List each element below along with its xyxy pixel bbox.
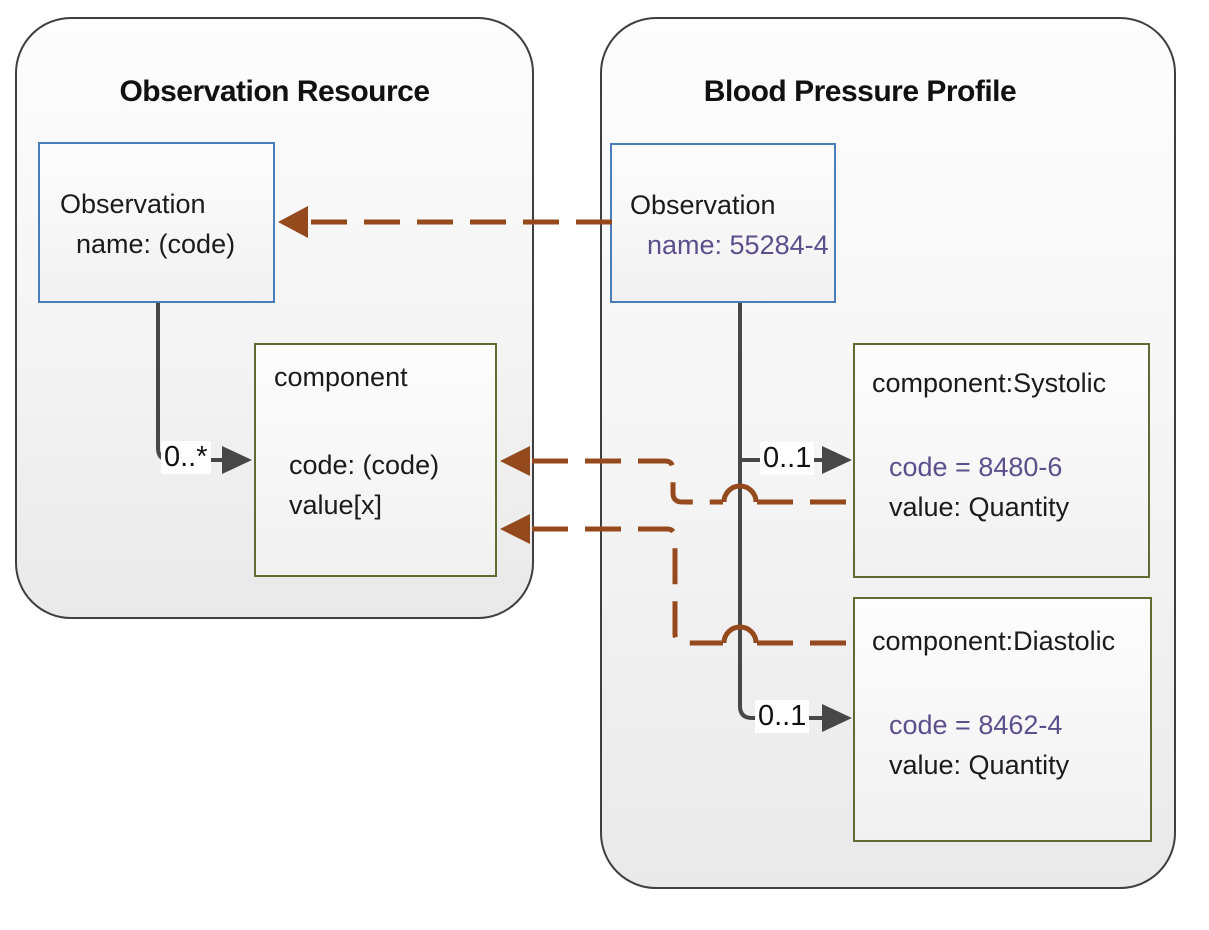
observation-box-resource-title: Observation	[60, 189, 206, 219]
multiplicity-label-component: 0..*	[161, 441, 211, 474]
component-box-resource-code-attr: code: (code)	[289, 450, 440, 480]
component-diastolic-value-attr: value: Quantity	[889, 750, 1070, 780]
component-systolic-code-attr: code = 8480-6	[889, 452, 1063, 482]
observation-box-profile-title: Observation	[630, 190, 776, 220]
component-diastolic-title: component:Diastolic	[872, 626, 1116, 656]
component-diastolic-code-attr: code = 8462-4	[889, 710, 1063, 740]
observation-box-profile-name-attr: name: 55284-4	[647, 230, 829, 260]
component-diastolic-box: component:Diastolic code = 8462-4 value:…	[853, 597, 1152, 842]
multiplicity-label-systolic: 0..1	[760, 442, 815, 475]
component-systolic-box: component:Systolic code = 8480-6 value: …	[853, 343, 1150, 578]
component-box-resource-title: component	[274, 362, 408, 392]
component-box-resource: component code: (code) value[x]	[254, 343, 497, 577]
observation-box-resource: Observation name: (code)	[38, 142, 275, 303]
observation-box-profile: Observation name: 55284-4	[610, 143, 836, 303]
component-box-resource-value-attr: value[x]	[289, 490, 383, 520]
component-systolic-value-attr: value: Quantity	[889, 492, 1070, 522]
left-panel-title: Observation Resource	[119, 75, 430, 108]
multiplicity-label-diastolic: 0..1	[755, 700, 810, 733]
observation-box-resource-name-attr: name: (code)	[76, 229, 236, 259]
right-panel-title: Blood Pressure Profile	[703, 75, 1017, 108]
component-systolic-title: component:Systolic	[872, 368, 1107, 398]
